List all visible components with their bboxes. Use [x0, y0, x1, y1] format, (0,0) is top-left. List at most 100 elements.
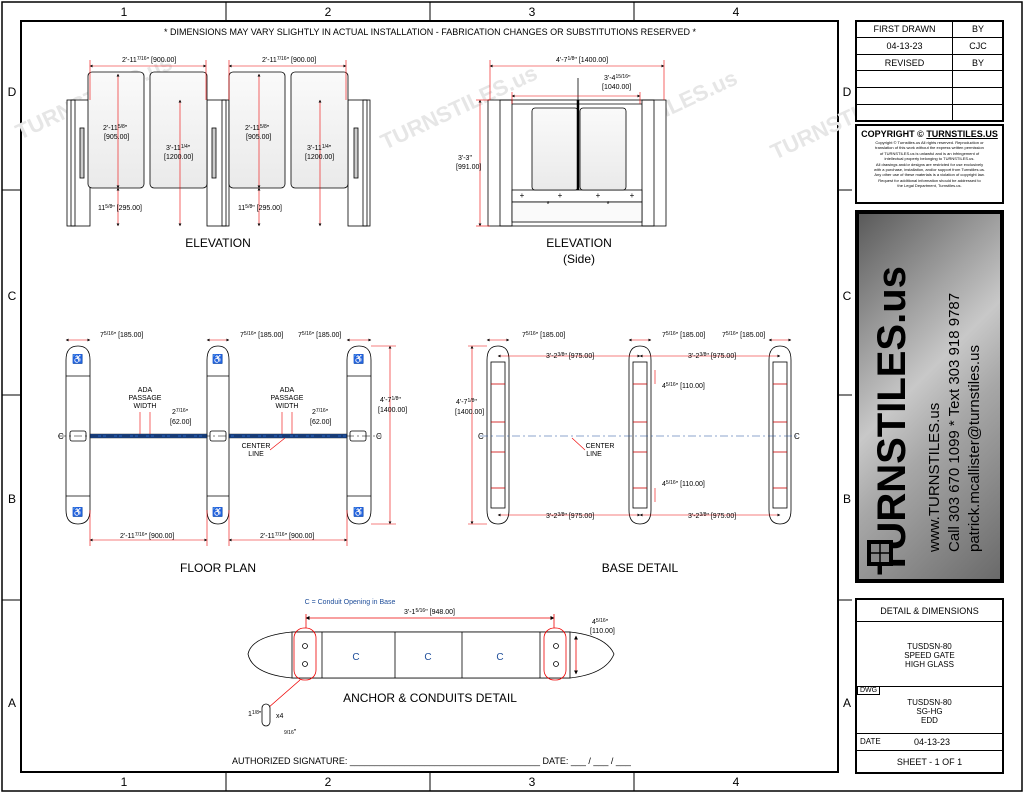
description-line: TUSDSN-80 — [907, 642, 952, 651]
base-detail-bars — [491, 383, 787, 489]
grid-col-label: 2 — [325, 5, 332, 19]
accessibility-icon: ♿ — [353, 353, 364, 364]
dim-text: 3'-23/8" [975.00] — [546, 352, 594, 360]
centerline-symbol: C — [58, 432, 64, 441]
center-line-label: CENTER — [586, 443, 615, 450]
ada-label: WIDTH — [134, 403, 157, 410]
by-label: BY — [971, 24, 984, 34]
ada-label: ADA — [138, 387, 153, 394]
dim-text: 2'-115/8" — [103, 124, 128, 132]
svg-text:+: + — [596, 191, 601, 200]
dim-text: 3'-23/8" [975.00] — [688, 352, 736, 360]
grid-col-label: 4 — [733, 5, 740, 19]
elevation-front-dim-text: 2'-117/16" [900.00] 2'-117/16" [900.00] … — [98, 56, 334, 212]
dim-text: 45/16" — [592, 618, 609, 626]
grid-row-label: C — [843, 289, 852, 303]
accessibility-icon: ♿ — [72, 506, 83, 517]
svg-text:*: * — [546, 200, 549, 209]
dim-text: 3'-23/8" [975.00] — [546, 512, 594, 520]
base-detail-dim-text: 75/16" [185.00] 75/16" [185.00] 75/16" [… — [455, 331, 765, 520]
elevation-side-marks: ++++ ** — [520, 191, 635, 209]
conduit-marker: C — [496, 652, 503, 663]
sheet-number: SHEET - 1 OF 1 — [896, 757, 963, 767]
conduit-legend: C = Conduit Opening in Base — [305, 599, 396, 606]
dwg-number-line: TUSDSN-80 — [907, 698, 952, 707]
grid-row-label: B — [8, 492, 16, 506]
copyright-title: COPYRIGHT © TURNSTILES.US — [861, 129, 998, 139]
grid-col-label: 3 — [529, 775, 536, 789]
copyright-text: Copyright © Turnstiles.us All rights res… — [874, 140, 985, 189]
grid-row-label: D — [8, 85, 17, 99]
elevation-front-title: ELEVATION — [185, 236, 251, 250]
grid-row-label: C — [8, 289, 17, 303]
dim-text: [1400.00] — [455, 409, 484, 416]
accessibility-icon: ♿ — [72, 353, 83, 364]
dim-text: 9/16" — [284, 729, 297, 736]
dim-text: [1400.00] — [378, 407, 407, 414]
ada-label: ADA — [280, 387, 295, 394]
description-line: HIGH GLASS — [905, 660, 954, 669]
ada-label: WIDTH — [276, 403, 299, 410]
brand-logo-text: TURNSTILES.us — [870, 266, 914, 575]
title-block-revisions: FIRST DRAWN BY 04-13-23 CJC REVISED BY — [855, 20, 1004, 122]
detail-label: DETAIL & DIMENSIONS — [880, 606, 979, 616]
svg-text:+: + — [558, 191, 563, 200]
dim-text: 75/16" [185.00] — [298, 331, 341, 339]
dim-text: 75/16" [185.00] — [722, 331, 765, 339]
dim-text: 4'-71/8" [1400.00] — [556, 56, 608, 64]
dim-text: 27/16" — [312, 408, 329, 416]
dim-text: [1200.00] — [305, 154, 334, 161]
authorized-signature-line[interactable]: AUTHORIZED SIGNATURE: __________________… — [232, 756, 632, 766]
dim-text: 27/16" — [172, 408, 189, 416]
center-line-label: LINE — [248, 451, 264, 458]
dim-text: 75/16" [185.00] — [662, 331, 705, 339]
dim-text: 2'-115/8" — [245, 124, 270, 132]
elevation-side-dim-text: 4'-71/8" [1400.00] 3'-415/16" [1040.00] … — [456, 56, 631, 171]
ada-label: PASSAGE — [129, 395, 162, 402]
dim-text: 115/8" [295.00] — [238, 204, 282, 212]
dim-text: 2'-117/16" [900.00] — [122, 56, 176, 64]
brand-website[interactable]: www.TURNSTILES.us — [926, 403, 943, 553]
floor-plan-title: FLOOR PLAN — [180, 561, 256, 575]
dim-text: 3'-23/8" [975.00] — [688, 512, 736, 520]
centerline-symbol: C — [794, 432, 800, 441]
description-line: SPEED GATE — [904, 651, 955, 660]
grid-row-label: A — [843, 696, 851, 710]
elevation-side-dims — [476, 60, 665, 227]
elevation-side-subtitle: (Side) — [563, 252, 595, 266]
grid-col-label: 4 — [733, 775, 740, 789]
dim-text: 3'-15/16" [948.00] — [404, 608, 455, 616]
conduit-marker: C — [424, 652, 431, 663]
dim-text: [62.00] — [170, 419, 191, 426]
watermarks: TURNSTILES.us TURNSTILES.us TURNSTILES.u… — [12, 50, 932, 164]
revised-label: REVISED — [884, 58, 925, 68]
centerline-symbol: C — [376, 432, 382, 441]
brand-email[interactable]: patrick.mcallister@turnstiles.us — [966, 345, 983, 552]
base-detail-dims — [468, 338, 792, 525]
svg-text:+: + — [520, 191, 525, 200]
elevation-side-title: ELEVATION — [546, 236, 612, 250]
first-drawn-date: 04-13-23 — [886, 41, 923, 51]
accessibility-icon: ♿ — [353, 506, 364, 517]
grid-ticks — [2, 2, 852, 791]
svg-text:+: + — [630, 191, 635, 200]
dim-text: x4 — [276, 713, 284, 720]
anchor-slot — [261, 703, 271, 727]
anchor-detail-title: ANCHOR & CONDUITS DETAIL — [343, 691, 517, 705]
first-drawn-by: CJC — [969, 41, 987, 51]
date-label: DATE — [860, 737, 881, 746]
dim-text: 3'-111/4" — [166, 144, 191, 152]
brand-phone[interactable]: Call 303 670 1099 * Text 303 918 9787 — [946, 293, 963, 552]
dim-text: [62.00] — [310, 419, 331, 426]
elevation-front-dims — [89, 60, 347, 227]
grid-col-label: 3 — [529, 5, 536, 19]
brand-text-svg: TURNSTILES.us www.TURNSTILES.us Call 303… — [867, 266, 983, 575]
grid-row-label: D — [843, 85, 852, 99]
dim-text: [991.00] — [456, 164, 481, 171]
dwg-number-line: EDD — [921, 716, 938, 725]
accessibility-icon: ♿ — [212, 506, 223, 517]
dim-text: [1040.00] — [602, 84, 631, 91]
dim-text: 11/8" — [248, 710, 262, 718]
conduit-marker: C — [352, 652, 359, 663]
